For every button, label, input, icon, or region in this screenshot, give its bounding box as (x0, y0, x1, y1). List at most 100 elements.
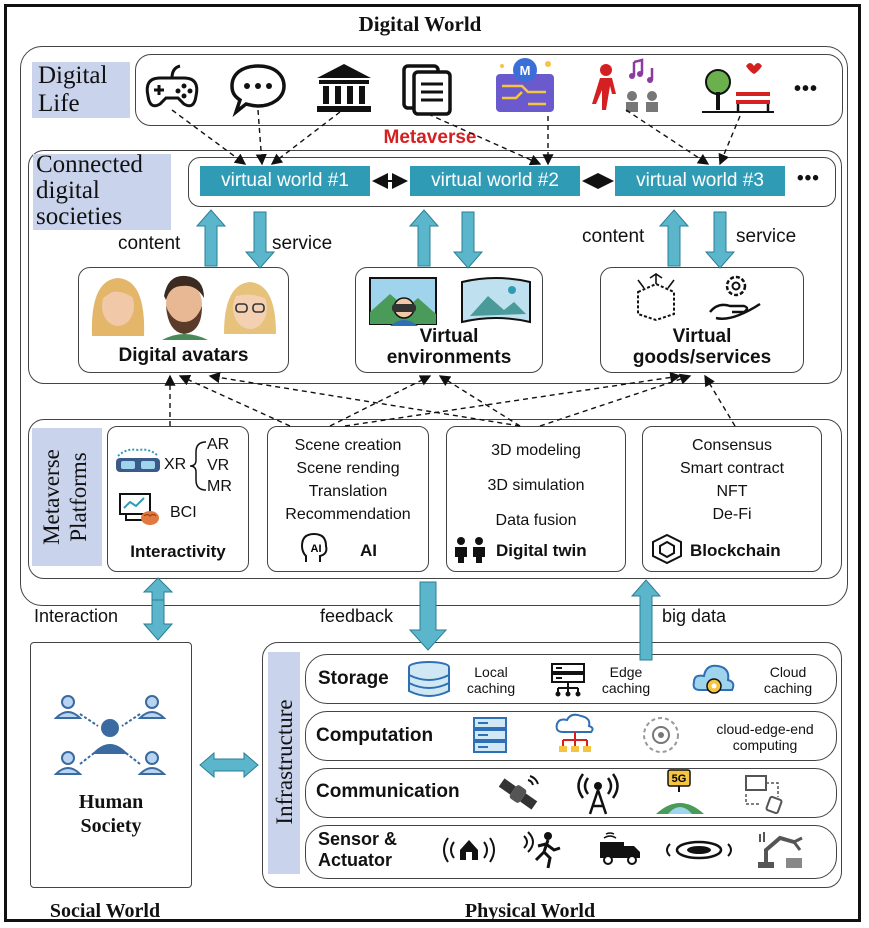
virtual-goods-box (600, 267, 804, 373)
svg-text:AI: AI (311, 543, 322, 555)
ai-item-scene-rending: Scene rending (296, 460, 400, 477)
cloud-caching-line2: caching (763, 680, 813, 696)
document-icon (402, 64, 452, 116)
platforms-label-line1: Metaverse (39, 449, 64, 545)
5g-label: 5G (672, 773, 687, 785)
virtual-goods-label: Virtual goods/services (600, 326, 804, 368)
blockchain-item-nft: NFT (716, 483, 748, 500)
outer-frame (4, 4, 861, 922)
social-world-title: Social World (49, 900, 161, 922)
human-network-icon (53, 695, 167, 775)
virtual-world-1: virtual world #1 (200, 166, 370, 196)
digital-life-label: Digital Life (38, 62, 107, 118)
truck-icon (600, 832, 640, 865)
ai-head-icon: AI (300, 532, 328, 562)
cloud-caching-label: Cloud caching (748, 664, 828, 696)
edge-server-icon (551, 663, 585, 697)
communication-title: Communication (316, 781, 460, 802)
ai-item-recommendation: Recommendation (285, 506, 411, 523)
svg-text:M: M (520, 63, 531, 78)
service-label-left: service (272, 233, 333, 254)
vr-label: VR (207, 457, 230, 474)
human-label-line2: Society (80, 815, 142, 837)
bci-label: BCI (170, 504, 197, 521)
connected-label: Connected digital societies (36, 152, 143, 230)
vr-glasses-icon (116, 448, 160, 472)
blockchain-cube-icon (652, 533, 682, 565)
connected-label-line2: digital (36, 177, 100, 204)
ai-item-scene-creation: Scene creation (294, 437, 402, 454)
big-data-label: big data (662, 606, 727, 626)
infrastructure-label: Infrastructure (272, 699, 297, 825)
human-society-label: Human Society (30, 790, 192, 838)
chip-icon: M (496, 58, 554, 112)
robot-arm-icon (758, 832, 803, 868)
cec-line2: computing (732, 737, 798, 753)
local-caching-line2: caching (466, 680, 516, 696)
interaction-label: Interaction (34, 606, 119, 626)
digital-life-label-bg (32, 62, 130, 118)
infrastructure-label-bg (268, 652, 300, 874)
vr-scene-icon (369, 277, 531, 326)
database-icon (408, 661, 450, 697)
local-caching-label: Local caching (455, 664, 527, 696)
cloud-edge-end-label: cloud-edge-end computing (692, 721, 838, 753)
virtual-world-2: virtual world #2 (410, 166, 580, 196)
digital-life-label-line1: Digital (38, 62, 108, 89)
blockchain-item-defi: De-Fi (712, 506, 752, 523)
twin-item-3d-modeling: 3D modeling (491, 442, 581, 459)
digital-life-label-line2: Life (38, 90, 80, 117)
xr-brace-icon (189, 441, 207, 491)
ai-item-translation: Translation (308, 483, 388, 500)
virtual-worlds-more: ••• (797, 168, 820, 189)
digital-life-more: ••• (794, 78, 819, 100)
sensor-title-line2: Actuator (318, 850, 393, 870)
connected-label-line1: Connected (36, 151, 143, 178)
storage-title: Storage (318, 668, 389, 689)
computation-title: Computation (316, 725, 434, 746)
chat-icon (230, 64, 286, 118)
ar-label: AR (207, 436, 230, 453)
digital-world-title: Digital World (358, 12, 482, 36)
platforms-label: Metaverse Platforms (38, 428, 98, 566)
physical-world-title: Physical World (464, 900, 596, 922)
mr-label: MR (207, 478, 232, 495)
device-link-icon (745, 775, 783, 815)
gamepad-icon (145, 64, 199, 108)
blockchain-item-consensus: Consensus (691, 437, 773, 454)
sensor-title-line1: Sensor & (318, 829, 398, 849)
virtual-world-3: virtual world #3 (615, 166, 785, 196)
digital-avatars-label: Digital avatars (118, 345, 249, 366)
5g-globe-icon: 5G (656, 769, 704, 814)
blockchain-item-smart-contract: Smart contract (679, 460, 785, 477)
cec-line1: cloud-edge-end (716, 721, 814, 737)
cloud-caching-line1: Cloud (769, 664, 807, 680)
park-icon (702, 63, 774, 113)
goods-label-line1: Virtual (672, 326, 732, 347)
storage-row (305, 654, 837, 704)
edge-caching-line1: Edge (609, 664, 643, 680)
smart-home-icon (443, 837, 495, 863)
digital-twin-title: Digital twin (496, 541, 587, 560)
feedback-label: feedback (320, 606, 394, 626)
virtual-environments-label: Virtual environments (355, 326, 543, 368)
env-label-line2: environments (386, 347, 512, 368)
blockchain-items: Consensus Smart contract NFT De-Fi (642, 434, 822, 526)
service-label-right: service (736, 226, 797, 247)
human-label-line1: Human (78, 791, 144, 813)
metaverse-label: Metaverse (383, 127, 477, 148)
motion-sensor-icon (523, 831, 561, 869)
concert-icon (592, 58, 658, 112)
sensor-actuator-title: Sensor & Actuator (318, 829, 397, 871)
goods-services-icon (637, 273, 761, 322)
local-caching-line1: Local (474, 664, 508, 680)
twin-item-3d-simulation: 3D simulation (487, 477, 585, 494)
xr-label: XR (164, 456, 187, 473)
bci-icon (119, 493, 159, 525)
twin-people-icon (455, 537, 485, 563)
satellite-icon (498, 775, 539, 810)
goods-label-line2: goods/services (632, 347, 772, 368)
edge-caching-line2: caching (601, 680, 651, 696)
blockchain-title: Blockchain (690, 541, 781, 560)
connected-label-bg (33, 154, 171, 230)
